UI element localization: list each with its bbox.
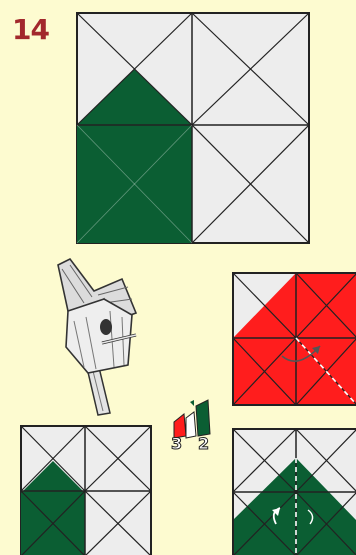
- step-label-right: 2: [198, 434, 209, 453]
- fold-diagram-bottom-left: [20, 425, 152, 555]
- fold-diagram-red-square: [232, 272, 356, 406]
- step-label-left: 3: [171, 434, 182, 453]
- birdhouse-illustration: [44, 255, 154, 420]
- page-number: 14: [12, 16, 49, 44]
- fold-diagram-main-square: [76, 12, 310, 244]
- fold-diagram-bottom-right: [232, 428, 356, 555]
